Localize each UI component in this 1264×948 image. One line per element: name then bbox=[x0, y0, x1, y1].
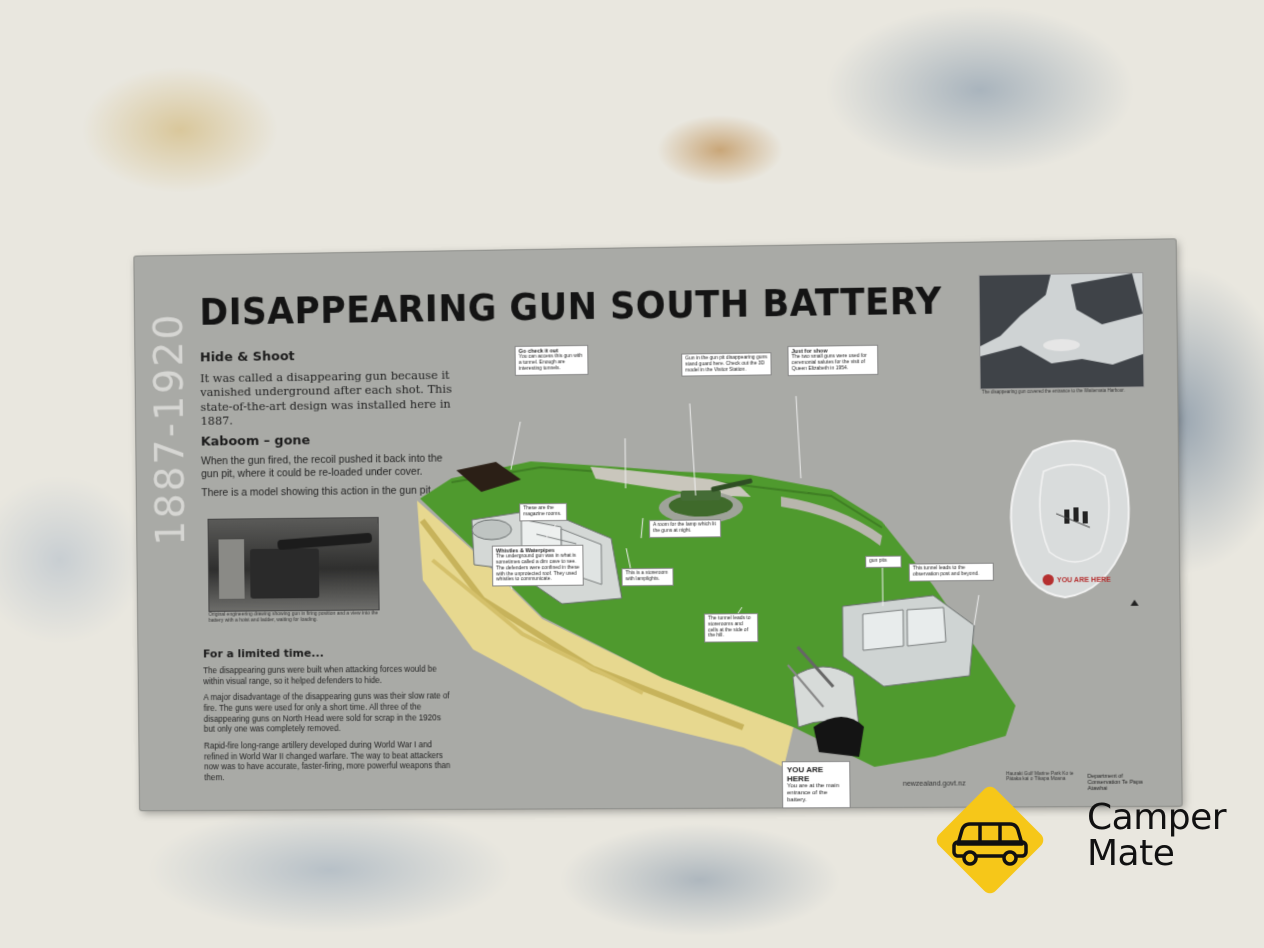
map-caption: The disappearing gun covered the entranc… bbox=[981, 387, 1125, 395]
year-range: 1887-1920 bbox=[146, 312, 195, 547]
limited-p1: The disappearing guns were built when at… bbox=[203, 664, 437, 686]
limited-heading: For a limited time... bbox=[202, 646, 324, 661]
callout-gun-pit: Gun in the gun pit disappearing guns sta… bbox=[681, 352, 772, 377]
callout-lamp-room: A room for the lamp which lit the guns a… bbox=[648, 519, 722, 538]
you-are-here-marker bbox=[1042, 574, 1054, 586]
harbour-map-inset bbox=[978, 272, 1145, 390]
car-icon bbox=[952, 822, 1028, 858]
sign-title: DISAPPEARING GUN SOUTH BATTERY bbox=[199, 279, 942, 334]
campermate-wordmark: Camper Mate bbox=[1087, 797, 1227, 874]
limited-p2: A major disadvantage of the disappearing… bbox=[203, 691, 450, 734]
callout-storeroom: This is a storeroom with lamplights. bbox=[621, 567, 674, 586]
info-sign: 1887-1920 DISAPPEARING GUN SOUTH BATTERY… bbox=[134, 239, 1182, 811]
photo-caption: Original engineering drawing showing gun… bbox=[208, 610, 379, 624]
callout-tunnel: The tunnel leads to storerooms and cells… bbox=[703, 613, 759, 643]
callout-gun-pits: gun pits bbox=[865, 555, 902, 568]
limited-p3: Rapid-fire long-range artillery develope… bbox=[203, 740, 451, 783]
callout-magazine-rooms: These are the magazine rooms. bbox=[519, 502, 568, 521]
campermate-logo-diamond bbox=[936, 786, 1044, 894]
battery-cutaway-illustration bbox=[411, 343, 1017, 770]
callout-tunnel-leads: This tunnel leads to the observation pos… bbox=[908, 562, 994, 582]
historic-photo bbox=[207, 516, 380, 612]
you-are-here-label: YOU ARE HERE bbox=[1056, 576, 1111, 585]
doc-logo: Department of Conservation Te Papa Atawh… bbox=[1087, 773, 1143, 793]
north-head-site-map bbox=[992, 420, 1139, 606]
